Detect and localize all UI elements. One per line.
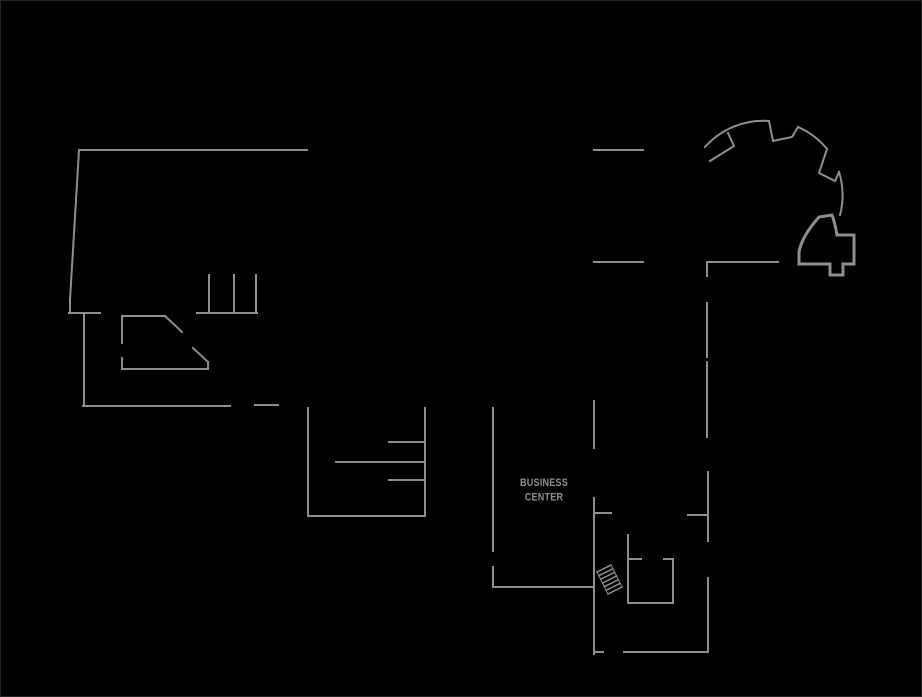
inner-square-room-walls [627,534,674,604]
floor-plan-walls [68,119,856,655]
tower-landing-step [797,213,856,277]
business-center-label-line2: CENTER [525,492,564,504]
stairs-icon [595,563,624,596]
business-center-label-line1: BUSINESS [520,477,568,489]
stair-room-walls [307,407,426,517]
tower-door-recess [708,131,736,163]
round-tower-walls [703,119,844,217]
tower-window-right [817,147,841,183]
partition-comb-walls [196,274,258,314]
left-wing-walls [68,148,308,407]
business-center-room-walls [492,149,779,655]
trapezoid-room-walls [121,314,210,370]
tower-window-top [767,119,800,143]
business-center-label: BUSINESS CENTER [520,477,568,504]
